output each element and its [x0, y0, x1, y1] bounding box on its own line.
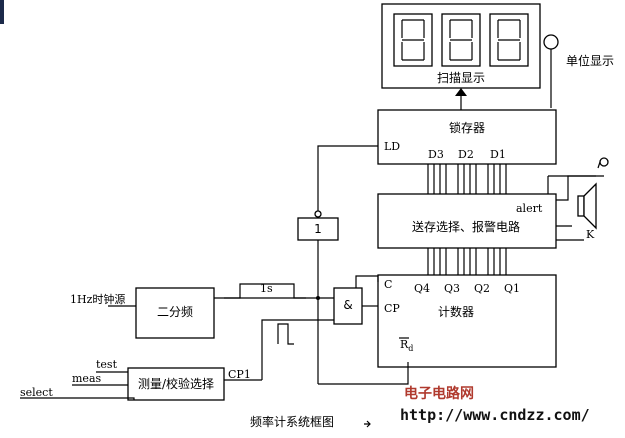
watermark-site: 电子电路网: [404, 385, 474, 402]
alert-pin: alert: [516, 202, 543, 215]
counter-label: 计数器: [438, 304, 474, 319]
window-edge: [0, 0, 4, 24]
counter-cp-pin: CP: [384, 302, 400, 315]
latch-d1-pin: D1: [490, 148, 506, 161]
digit-3: [489, 13, 529, 67]
counter-q2-pin: Q2: [474, 282, 490, 295]
and-gate: &: [333, 287, 363, 325]
diagram-caption: 频率计系统框图: [250, 414, 334, 429]
cp1-waveform: [277, 323, 294, 345]
display-block: 扫描显示: [381, 3, 541, 89]
select-label: select: [20, 386, 53, 399]
display-label: 扫描显示: [437, 71, 485, 85]
counter-data-bus: [427, 248, 507, 275]
select-alarm-label: 送存选择、报警电路: [412, 219, 520, 234]
svg-text:&: &: [343, 298, 352, 312]
and-to-c-wire: [355, 275, 379, 288]
pulse-waveform: [224, 283, 306, 299]
counter-q1-pin: Q1: [504, 282, 520, 295]
measure-box: [127, 367, 225, 401]
latch-d2-pin: D2: [458, 148, 474, 161]
measure-label: 测量/校验选择: [138, 376, 214, 391]
divider-label: 二分频: [157, 305, 193, 319]
divider-box: [135, 287, 215, 339]
cp1-label: CP1: [228, 368, 251, 381]
latch-block: 锁存器 LD D3 D2 D1: [377, 109, 557, 165]
unit-display-lamp: [543, 34, 559, 50]
not-gate-bubble: [314, 210, 322, 218]
counter-c-pin: C: [384, 278, 392, 291]
latch-label: 锁存器: [449, 120, 485, 135]
speaker-icon: [547, 157, 609, 230]
cp1-wire: [261, 319, 334, 380]
ld-wire: [317, 145, 378, 218]
counter-block: C CP Q4 Q3 Q2 Q1 计数器 Rd: [377, 274, 557, 368]
digit-1: [393, 13, 433, 67]
counter-box: [377, 274, 557, 368]
digit-2: [441, 13, 481, 67]
meas-label: meas: [72, 372, 101, 385]
latch-data-bus: [427, 164, 507, 194]
k-label: K: [586, 228, 595, 241]
return-mark-icon: [364, 420, 371, 428]
pulse-1s-label: 1s: [260, 282, 273, 295]
clock-source-label: 1Hz时钟源: [70, 292, 125, 306]
unit-display-indicator: 单位显示: [543, 34, 614, 108]
counter-q4-pin: Q4: [414, 282, 430, 295]
divider-block: 二分频: [135, 287, 215, 339]
counter-q3-pin: Q3: [444, 282, 460, 295]
svg-text:1: 1: [314, 222, 322, 236]
select-alarm-block: 送存选择、报警电路 alert: [377, 193, 557, 249]
counter-rd-pin: Rd: [400, 338, 413, 353]
watermark-url: http://www.cndzz.com/: [400, 406, 590, 424]
measure-block: 测量/校验选择: [127, 367, 225, 401]
watermark: 电子电路网 http://www.cndzz.com/: [400, 385, 590, 424]
select-alarm-box: [377, 193, 557, 249]
latch-ld-pin: LD: [384, 140, 400, 153]
arrow-up-icon: [455, 88, 467, 96]
not-gate: 1: [297, 217, 339, 241]
latch-d3-pin: D3: [428, 148, 444, 161]
latch-box: [377, 109, 557, 165]
unit-display-label: 单位显示: [566, 53, 614, 68]
test-label: test: [96, 358, 118, 371]
